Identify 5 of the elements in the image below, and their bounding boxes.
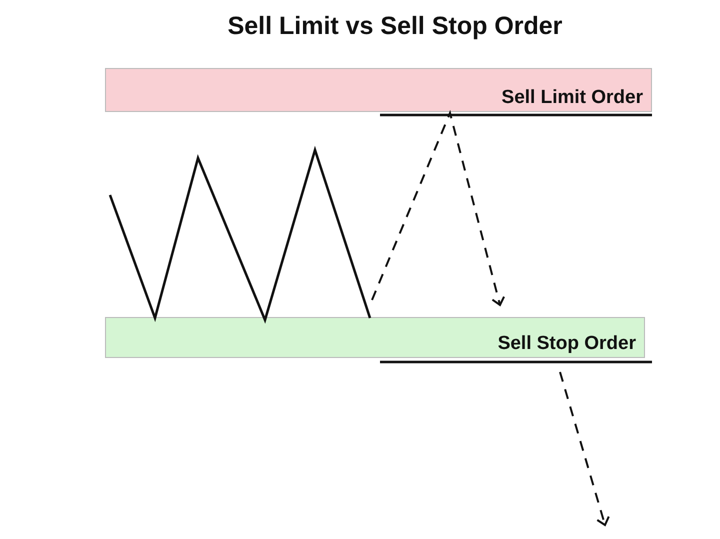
chart-title: Sell Limit vs Sell Stop Order	[226, 12, 564, 41]
support-zone	[105, 317, 645, 358]
zone-label: Sell Stop Order	[498, 333, 636, 355]
zone-label: Sell Limit Order	[502, 87, 643, 109]
resistance-zone	[105, 68, 652, 112]
